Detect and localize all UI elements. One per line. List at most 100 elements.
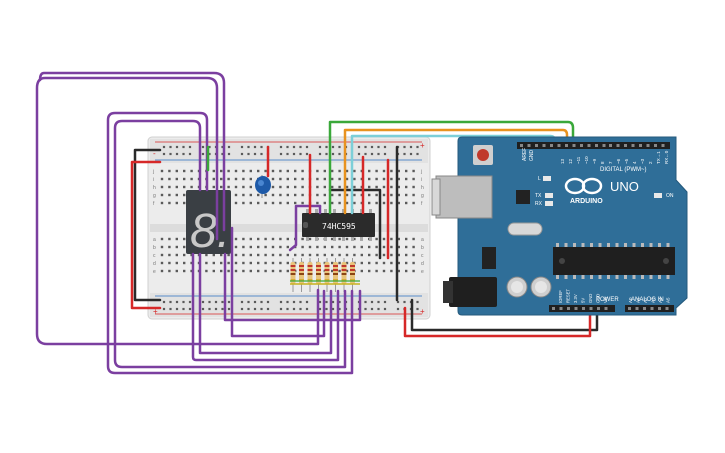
hole [316,185,319,189]
rail-hole [299,300,302,304]
mcu-pin [641,243,644,247]
hole [294,169,297,173]
mcu-pin [632,243,636,247]
hole [220,253,223,257]
hole [279,169,282,173]
chip-pin [324,209,327,213]
rail-hole [325,307,328,311]
hole [242,177,245,181]
hole [316,253,319,257]
hole [316,193,319,197]
hole [264,253,267,257]
hole [175,237,178,241]
hole [360,261,363,265]
rail-hole [305,300,309,304]
hole [323,177,326,181]
digital-header-low [606,142,670,149]
rail-hole [240,145,244,149]
hole [323,201,326,205]
row-letter: c [153,253,156,259]
resistor-band [307,269,313,271]
hole [271,177,275,181]
rail-hole [240,300,244,304]
hole [338,245,341,249]
resistor-band [307,265,313,267]
rail-hole [266,307,270,311]
resistor-band [299,265,304,267]
hole [212,269,215,273]
header-pin [597,307,600,310]
header-pin [535,144,538,147]
hole [168,169,171,173]
hole [368,245,371,249]
hole [242,261,245,265]
chip-pin [360,209,363,213]
digital-pin-label: TX→1 [656,151,661,164]
header-pin [567,307,570,310]
analog-label: ANALOG IN [631,297,664,303]
hole [308,237,312,241]
tx-label: TX [535,193,542,199]
row-letter: e [153,269,156,275]
rail-hole [214,300,218,304]
reset-button-cap[interactable] [477,149,489,161]
rail-hole [318,307,322,311]
hole [279,261,282,265]
hole [242,201,245,205]
header-pin [658,307,661,310]
hole [397,177,400,181]
hole [249,185,252,189]
chip-pin [360,237,363,241]
mcu-pin [564,243,568,247]
row-letter: a [421,237,424,243]
l-led [543,176,551,181]
header-pin [565,144,568,147]
power-pin-label: GND [588,294,593,303]
hole [331,193,334,197]
resistor-band [307,273,313,275]
header-pin [580,144,583,147]
hole [397,201,400,205]
mcu-pin [649,243,653,247]
hole [375,269,378,273]
rail-hole [364,300,367,304]
hole [382,193,386,197]
hole [234,169,238,173]
rail-hole [188,152,192,156]
rail-hole [201,152,205,156]
hole [183,245,186,249]
l-label: L [538,176,541,182]
hole [160,169,164,173]
rx-led [545,201,553,206]
resistor-band [333,265,338,267]
hole [234,185,238,189]
hole [168,253,171,257]
hole [323,253,326,257]
hole [390,261,393,265]
row-letter: f [153,201,155,207]
hole [271,253,275,257]
hole [331,245,334,249]
hole [405,201,408,205]
resistor-band [290,273,296,275]
hole [294,201,297,205]
header-pin [574,307,578,310]
hole [160,237,164,241]
hole [249,177,252,181]
chip-label: 74HC595 [322,222,356,231]
rail-hole [221,145,224,149]
rail-hole [169,152,172,156]
hole [412,169,415,173]
resistor-band [316,273,321,275]
resistor-band [290,265,296,267]
hole [345,237,349,241]
rail-hole [247,152,250,156]
mcu-pin [624,243,627,247]
resistor-band [341,273,347,275]
hole [264,245,267,249]
chip-pin [369,209,372,213]
hole [345,169,349,173]
rail-hole [292,307,296,311]
hole [227,253,230,257]
